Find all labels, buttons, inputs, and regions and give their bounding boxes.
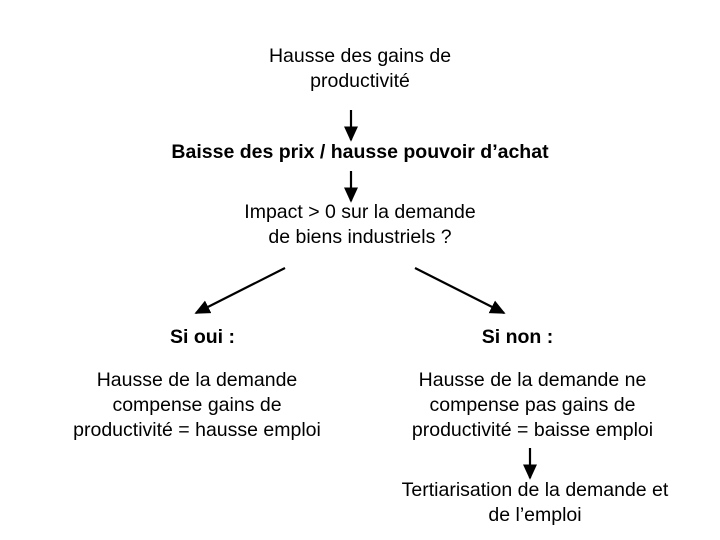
node-branch-yes-body: Hausse de la demande compense gains de p…	[73, 369, 321, 441]
arrow-impact-to-no	[414, 267, 506, 314]
node-branch-no-label: Si non :	[481, 326, 554, 348]
node-tertiarisation: Tertiarisation de la demande et de l’emp…	[401, 479, 669, 526]
node-branch-yes-label: Si oui :	[170, 326, 235, 348]
node-price-drop: Baisse des prix / hausse pouvoir d’achat	[171, 141, 549, 163]
node-impact-question: Impact > 0 sur la demande de biens indus…	[244, 201, 476, 248]
node-branch-no-body: Hausse de la demande ne compense pas gai…	[411, 369, 654, 441]
node-productivity-gains: Hausse des gains de productivité	[268, 45, 452, 92]
arrow-impact-to-yes	[194, 267, 286, 314]
